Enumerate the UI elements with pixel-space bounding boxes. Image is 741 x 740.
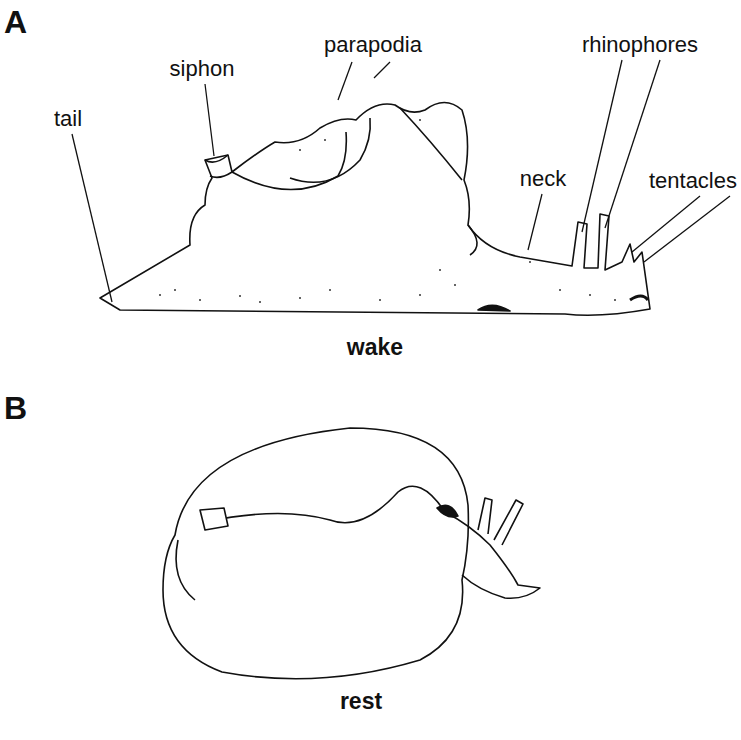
part-label: siphon <box>170 58 235 80</box>
part-label: rhinophores <box>582 34 698 56</box>
panel-letter: B <box>4 392 27 424</box>
panel-letter: A <box>4 6 27 38</box>
part-label: tentacles <box>649 170 737 192</box>
aplysia-rest <box>163 428 540 679</box>
aplysia-wake <box>100 103 650 316</box>
state-label: rest <box>340 690 382 713</box>
part-label: neck <box>520 168 566 190</box>
state-label: wake <box>347 336 403 359</box>
part-label: parapodia <box>324 34 422 56</box>
part-label: tail <box>54 108 82 130</box>
leader-lines <box>72 60 730 302</box>
stipple <box>159 119 616 303</box>
